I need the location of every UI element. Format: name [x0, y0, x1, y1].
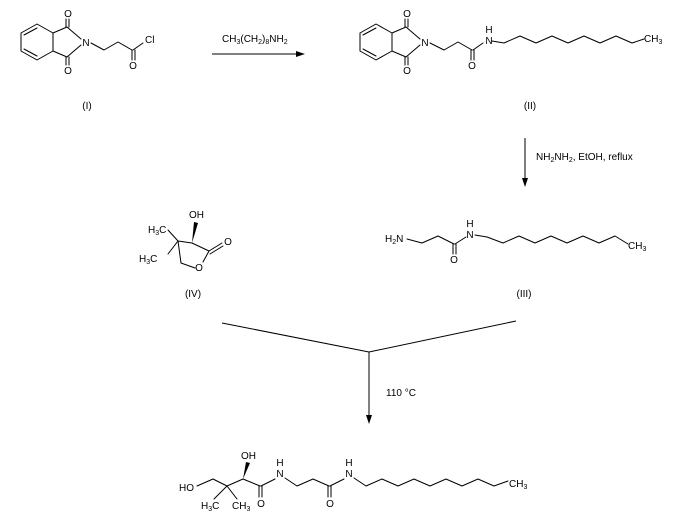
reaction-2-arrowhead	[522, 178, 528, 187]
compound-I-acyl-oxygen: O	[129, 61, 137, 72]
reaction-2: NH2NH2, EtOH, reflux	[522, 138, 633, 187]
product-hydroxyl-top: OH	[241, 451, 256, 462]
compound-IV-bonds	[167, 222, 224, 269]
compound-I-chlorine: Cl	[145, 35, 154, 46]
compound-II-label: (II)	[524, 101, 536, 112]
compound-I-nitrogen: N	[82, 38, 89, 49]
product-hydroxyl-left: HO	[179, 483, 194, 494]
reaction-3-branch-left	[221, 322, 370, 353]
reaction-2-reagent: NH2NH2, EtOH, reflux	[536, 152, 633, 164]
compound-IV: OH H3C H3C O O (IV)	[139, 210, 232, 300]
reaction-3-arrowhead	[366, 415, 372, 424]
compound-IV-methyl-1: H3C	[148, 225, 166, 237]
compound-III-amide-n: N	[466, 230, 473, 241]
compound-IV-methyl-2: H3C	[139, 254, 157, 266]
product-amide-1-oxygen: O	[257, 499, 265, 510]
compound-II-bonds	[359, 18, 645, 66]
compound-III-amide-oxygen: O	[450, 255, 458, 266]
compound-III-amine: H2N	[385, 234, 403, 246]
compound-II-oxygen-top: O	[403, 9, 411, 20]
reaction-1-reagent: CH3(CH2)8NH2	[222, 34, 288, 46]
compound-IV-hydroxyl: OH	[189, 210, 204, 221]
compound-II-methyl: CH3	[644, 34, 662, 46]
compound-III: H2N H N O CH3 (III)	[385, 219, 646, 300]
compound-I-bonds	[20, 18, 144, 66]
compound-I: O O N O Cl (I)	[20, 9, 154, 112]
compound-III-methyl: CH3	[628, 241, 646, 253]
compound-I-oxygen-top: O	[64, 9, 72, 20]
product-methyl-1: H3C	[201, 501, 219, 513]
compound-IV-carbonyl-oxygen: O	[224, 237, 232, 248]
compound-II-amide-h: H	[485, 25, 492, 36]
compound-III-bonds	[406, 234, 629, 255]
reaction-3: 110 °C	[221, 320, 517, 424]
product-methyl-terminal: CH3	[509, 479, 527, 491]
product-amide-2-oxygen: O	[326, 499, 334, 510]
product-methyl-2: CH3	[232, 501, 250, 513]
product-amide-2-n: N	[345, 469, 352, 480]
compound-IV-ring-oxygen: O	[195, 263, 203, 274]
product-amide-1-h: H	[276, 458, 283, 469]
compound-product-bonds	[196, 462, 509, 500]
compound-II: O O N H N O CH3 (II)	[359, 9, 662, 112]
compound-product: OH HO H3C CH3 H N O H N O CH3	[179, 451, 527, 513]
compound-II-oxygen-bottom: O	[403, 66, 411, 77]
compound-III-label: (III)	[517, 289, 532, 300]
reaction-1-arrowhead	[296, 51, 305, 57]
compound-I-label: (I)	[82, 101, 91, 112]
compound-IV-label: (IV)	[185, 289, 201, 300]
reaction-3-condition: 110 °C	[386, 388, 416, 399]
reaction-3-branch-right	[368, 320, 517, 353]
compound-II-nitrogen: N	[421, 38, 428, 49]
compound-II-amide-oxygen: O	[468, 61, 476, 72]
compound-II-amide-n: N	[485, 36, 492, 47]
reaction-1: CH3(CH2)8NH2	[212, 34, 305, 57]
compound-III-amide-h: H	[466, 219, 473, 230]
product-amide-1-n: N	[276, 469, 283, 480]
compound-I-oxygen-bottom: O	[64, 66, 72, 77]
product-amide-2-h: H	[345, 458, 352, 469]
